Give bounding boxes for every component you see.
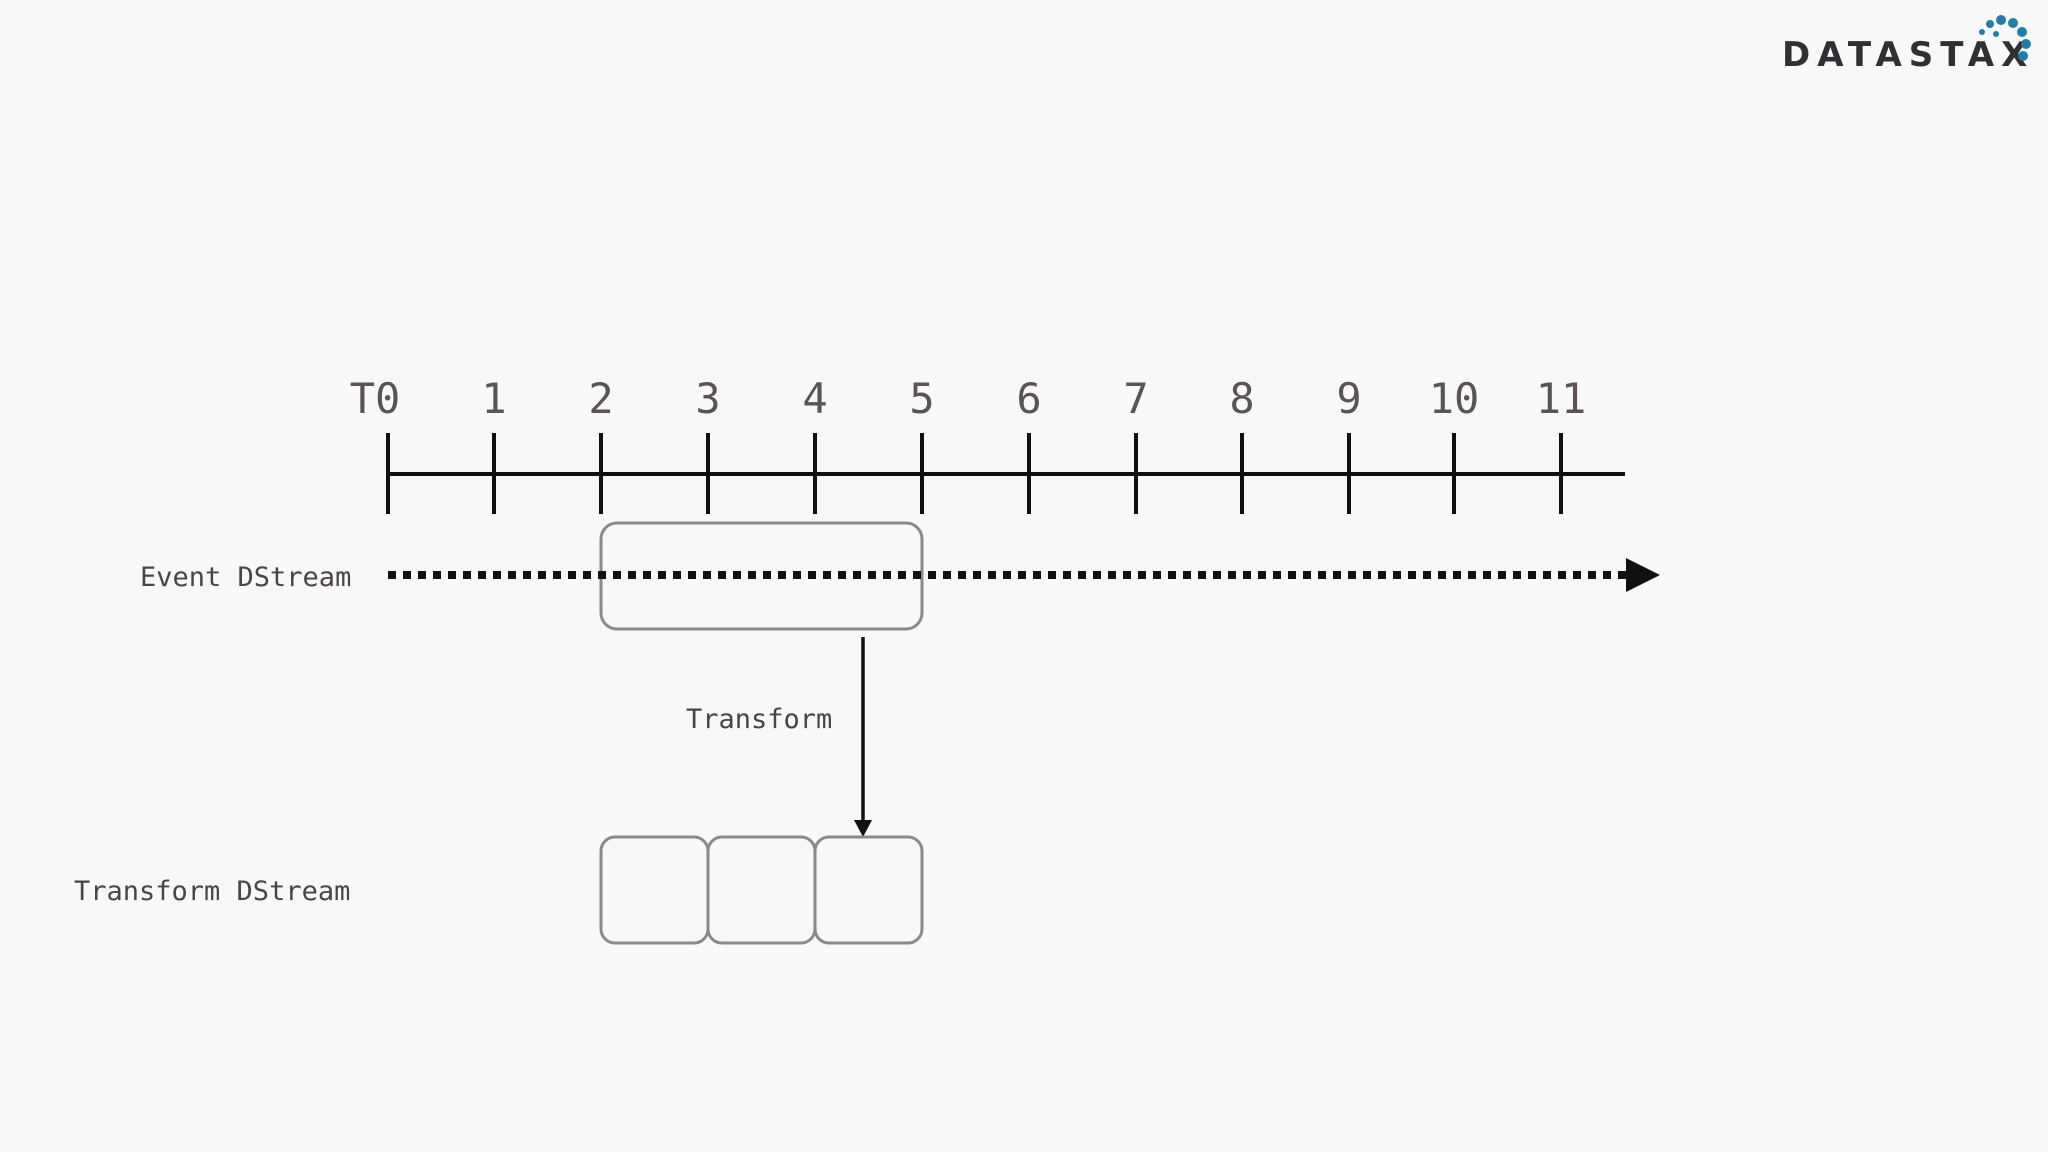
logo-dot (2008, 18, 2018, 28)
transform-dstream: Transform DStream (74, 835, 924, 945)
timeline-label: 7 (1123, 374, 1148, 423)
timeline-label: 11 (1536, 374, 1587, 423)
transform-batch-box (813, 835, 924, 945)
logo-text: DATASTAX (1782, 35, 2034, 75)
transform-arrowhead-icon (854, 820, 872, 837)
timeline-label: 5 (909, 374, 934, 423)
logo-dots-icon (1979, 15, 2031, 61)
timeline-label: T0 (350, 374, 401, 423)
logo-dot (1996, 15, 2006, 25)
timeline-ticks (386, 433, 1563, 514)
timeline-label: 1 (481, 374, 506, 423)
timeline-label: 6 (1016, 374, 1041, 423)
timeline-labels: T0 1 2 3 4 5 6 7 8 9 10 11 (350, 374, 1587, 423)
logo-dot (2021, 39, 2031, 49)
timeline-label: 8 (1229, 374, 1254, 423)
transform-batch-box (599, 835, 710, 945)
event-dstream: Event DStream (140, 521, 1660, 631)
timeline: T0 1 2 3 4 5 6 7 8 9 10 11 (350, 374, 1625, 514)
logo-dot (1986, 20, 1994, 28)
timeline-label: 9 (1336, 374, 1361, 423)
logo-dot (1979, 29, 1985, 35)
logo-dot (2017, 27, 2027, 37)
transform-label: Transform (686, 704, 832, 735)
timeline-label: 2 (588, 374, 613, 423)
event-stream-arrowhead-icon (1626, 558, 1660, 592)
datastax-logo: DATASTAX (1782, 15, 2034, 75)
transform-step: Transform (686, 637, 872, 837)
event-dstream-label: Event DStream (140, 562, 351, 593)
timeline-label: 4 (802, 374, 827, 423)
transform-batch-box (706, 835, 817, 945)
transform-batch-boxes (599, 835, 924, 945)
logo-dot (2018, 51, 2028, 61)
logo-dot (1993, 31, 1999, 37)
timeline-label: 3 (695, 374, 720, 423)
timeline-label: 10 (1429, 374, 1480, 423)
transform-dstream-label: Transform DStream (74, 876, 350, 907)
